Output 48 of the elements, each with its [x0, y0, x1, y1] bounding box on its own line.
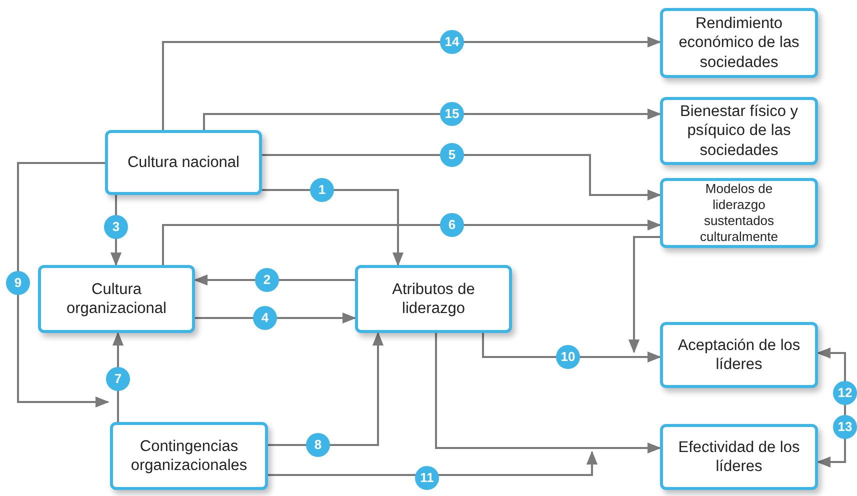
box-text: Aceptación de los líderes — [676, 336, 802, 374]
edge-label: 9 — [6, 271, 30, 295]
process-box — [38, 265, 195, 333]
process-box — [105, 130, 262, 195]
box-text: Modelos de liderazgo sustentados culturalmente — [698, 180, 780, 246]
edge-label: 4 — [253, 306, 277, 330]
arrow — [162, 219, 662, 265]
box-text: Cultura organizacional — [66, 280, 168, 318]
edge-label: 3 — [104, 215, 128, 239]
box-text: Cultura nacional — [127, 152, 240, 172]
edge-label: 15 — [440, 102, 464, 126]
arrow — [628, 236, 660, 354]
arrow — [268, 450, 598, 476]
edge-label: 14 — [440, 30, 464, 54]
arrow — [195, 312, 356, 324]
arrow — [262, 189, 404, 266]
arrow — [110, 195, 122, 266]
process-box — [660, 322, 818, 388]
edge-label: 6 — [440, 213, 464, 237]
arrow — [203, 108, 662, 130]
edge-label: 1 — [310, 178, 334, 202]
edge-label: 2 — [255, 268, 279, 292]
box-text: Efectividad de los líderes — [677, 438, 801, 476]
edge-label: 10 — [556, 345, 580, 369]
process-box — [660, 97, 818, 165]
edge-label: 12 — [833, 381, 857, 405]
box-text: Atributos de liderazgo — [391, 280, 476, 318]
arrow — [482, 333, 662, 363]
arrow — [435, 333, 662, 454]
arrow — [162, 36, 662, 130]
arrow — [112, 332, 124, 422]
edge-label: 8 — [306, 433, 330, 457]
edge-label: 11 — [415, 466, 439, 490]
process-box — [355, 265, 512, 333]
process-box — [660, 8, 818, 78]
box-text: Bienestar físico y psíquico de las sociedades — [678, 102, 800, 160]
edge-label: 13 — [833, 415, 857, 439]
process-box — [110, 422, 268, 490]
arrow — [194, 274, 355, 286]
process-box — [660, 178, 818, 248]
arrow — [262, 154, 662, 201]
arrow — [17, 162, 110, 408]
box-text: Contingencias organizacionales — [130, 436, 248, 476]
arrow — [268, 332, 384, 446]
box-text: Rendimiento económico de las sociedades — [678, 14, 800, 72]
edge-label: 5 — [440, 143, 464, 167]
process-box — [660, 424, 818, 490]
edge-label: 7 — [106, 367, 130, 391]
